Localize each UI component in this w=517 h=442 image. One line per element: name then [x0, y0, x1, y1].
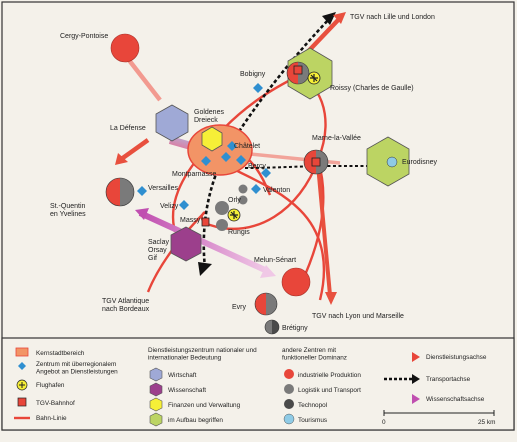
label-evry: Evry — [232, 304, 247, 311]
circle-valenton-b — [238, 195, 248, 205]
label-bobigny: Bobigny — [240, 71, 266, 78]
label-roissy: Roissy (Charles de Gaulle) — [330, 85, 414, 92]
label-goldenes-dreieck-text: Goldenes — [194, 109, 224, 116]
legend-wirtschaft: Wirtschaft — [168, 372, 197, 379]
label-orly: Orly — [228, 197, 241, 204]
legend-circle-dark — [284, 399, 294, 409]
legend-bahnlinie: Bahn-Linie — [36, 415, 67, 422]
label-eurodisney: Eurodisney — [402, 159, 438, 166]
legend-wissenschaftsachse: Wissenschaftsachse — [426, 396, 485, 403]
legend: Kernstadtbereich Zentrum mit überregiona… — [14, 347, 495, 427]
legend-circle-red — [284, 369, 294, 379]
legend-airport-icon — [16, 379, 28, 391]
diamond-chatelet-b — [221, 152, 231, 162]
legend-dienstleistungsachse: Dienstleistungsachse — [426, 354, 487, 361]
legend-tgv-icon — [17, 397, 27, 407]
legend-hex-blue — [149, 367, 163, 382]
tgv-station-roissy — [293, 65, 303, 75]
legend-circle-gray — [284, 384, 294, 394]
legend-diamond-icon — [18, 362, 26, 370]
label-tgv-lille: TGV nach Lille und London — [350, 14, 435, 21]
circle-orly — [215, 201, 229, 215]
diamond-versailles — [137, 186, 147, 196]
circle-valenton-a — [238, 184, 248, 194]
label-bercy: Bercy — [248, 163, 266, 170]
label-melun-senart: Melun-Sénart — [254, 257, 296, 264]
circle-eurodisney — [386, 156, 398, 168]
legend-tourismus: Tourismus — [298, 417, 327, 424]
circle-bretigny — [264, 319, 280, 335]
airport-icon-roissy — [307, 71, 321, 85]
legend-flughafen: Flughafen — [36, 382, 65, 389]
label-bretigny: Brétigny — [282, 325, 308, 332]
legend-transport-axis-arrowhead — [412, 374, 420, 384]
circle-evry — [254, 292, 278, 316]
legend-box — [1, 337, 515, 431]
legend-science-axis-arrowhead — [412, 394, 420, 404]
label-valenton: Valenton — [263, 187, 290, 194]
legend-service-axis-arrowhead — [412, 352, 420, 362]
hexagon-saclay — [170, 226, 202, 262]
hexagon-goldenes-dreieck — [201, 126, 223, 152]
circle-cergy — [110, 33, 140, 63]
diamond-bercy-a — [236, 155, 246, 165]
tgv-station-massy — [201, 217, 210, 227]
tgv-station-marne-la-vallee — [311, 157, 321, 167]
diamond-centres — [137, 83, 271, 210]
diamond-valenton — [251, 184, 261, 194]
legend-swatch-kernstadt — [15, 347, 29, 357]
circle-marne-la-vallee — [303, 149, 329, 175]
label-marne-la-vallee: Marne-la-Vallée — [312, 135, 361, 142]
legend-industrie: industrielle Produktion — [298, 372, 361, 379]
scale-bar — [383, 410, 495, 416]
diamond-velizy — [179, 200, 189, 210]
diamond-bobigny — [253, 83, 263, 93]
label-velizy: Velizy — [160, 203, 179, 210]
legend-finanzen: Finanzen und Verwaltung — [168, 402, 241, 409]
label-tgv-lyon: TGV nach Lyon und Marseille — [312, 313, 404, 320]
label-cergy: Cergy-Pontoise — [60, 33, 108, 40]
label-montparnasse: Montparnasse — [172, 171, 216, 178]
legend-zentrum-text: Zentrum mit überregionalem — [36, 361, 116, 368]
circle-melun-senart — [281, 267, 311, 297]
legend-logistik: Logistik und Transport — [298, 387, 361, 394]
label-versailles: Versailles — [148, 185, 178, 192]
label-goldenes-dreieck-line2: Dreieck — [194, 117, 218, 124]
scale-start: 0 — [382, 419, 386, 426]
science-axis — [135, 208, 276, 278]
legend-aufbau: im Aufbau begriffen — [168, 417, 223, 424]
diamond-chatelet — [227, 141, 237, 151]
legend-transportachse: Transportachse — [426, 376, 471, 383]
circle-st-quentin — [105, 177, 135, 207]
rail-line-tgv-lyon — [217, 159, 326, 301]
diamond-bercy — [261, 168, 271, 178]
legend-kernstadt: Kernstadtbereich — [36, 350, 85, 357]
diamond-montparnasse — [201, 156, 211, 166]
legend-technopol: Technopol — [298, 402, 327, 409]
label-la-defense: La Défense — [110, 125, 146, 132]
legend-circle-lightblue — [283, 413, 295, 425]
label-massy: Massy — [180, 217, 201, 224]
label-chatelet: Châtelet — [234, 143, 260, 150]
legend-wissenschaft: Wissenschaft — [168, 387, 206, 394]
airport-icon-orly — [227, 208, 241, 222]
legend-hex-green — [149, 412, 163, 427]
label-rungis: Rungis — [228, 229, 250, 236]
legend-hex-purple — [149, 382, 163, 397]
scale-end: 25 km — [478, 419, 495, 426]
legend-zentrum-line2: Angebot an Dienstleistungen — [36, 368, 118, 375]
legend-hex-yellow — [149, 397, 163, 412]
legend-zentrum: Zentrum mit überregionalem Angebot an Di… — [36, 361, 118, 375]
circle-rungis — [216, 219, 228, 231]
hexagon-la-defense — [155, 104, 189, 142]
legend-tgv-bahnhof: TGV-Bahnhof — [36, 400, 75, 407]
